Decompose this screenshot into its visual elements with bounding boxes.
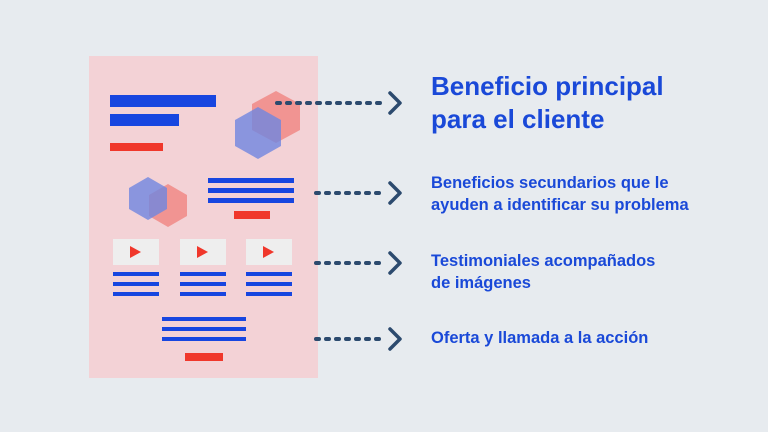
main-benefit-line-1: Beneficio principal	[431, 71, 664, 101]
main-benefit-label: Beneficio principal para el cliente	[431, 70, 664, 136]
secondary-benefits-line-1: Beneficios secundarios que le	[431, 174, 669, 192]
testimonial-video-2	[180, 239, 226, 265]
headline-bar-long	[110, 95, 216, 107]
dotted-arrow-right-icon	[275, 91, 402, 115]
play-icon	[130, 246, 141, 258]
secondary-benefits-label: Beneficios secundarios que le ayuden a i…	[431, 172, 689, 216]
headline-bar-short	[110, 114, 179, 126]
offer-text-line-3	[162, 337, 246, 341]
testimonials-line-2: de imágenes	[431, 274, 531, 292]
secondary-benefits-line-2: ayuden a identificar su problema	[431, 196, 689, 214]
testimonial-video-3	[246, 239, 292, 265]
secondary-cta-bar	[234, 211, 270, 219]
main-benefit-line-2: para el cliente	[431, 104, 605, 134]
offer-text-line-1	[162, 317, 246, 321]
dotted-arrow-right-icon	[314, 251, 402, 275]
testimonial-2-line-2	[180, 282, 226, 286]
hexagon-icon	[129, 177, 167, 220]
secondary-text-line-1	[208, 178, 294, 183]
offer-text-line-2	[162, 327, 246, 331]
testimonial-1-line-3	[113, 292, 159, 296]
testimonial-video-1	[113, 239, 159, 265]
play-icon	[263, 246, 274, 258]
testimonial-3-line-2	[246, 282, 292, 286]
testimonial-2-line-3	[180, 292, 226, 296]
secondary-text-line-3	[208, 198, 294, 203]
offer-label: Oferta y llamada a la acción	[431, 327, 648, 349]
offer-cta-bar	[185, 353, 223, 361]
headline-cta-bar	[110, 143, 163, 151]
secondary-text-line-2	[208, 188, 294, 193]
dotted-arrow-right-icon	[314, 181, 402, 205]
testimonial-1-line-2	[113, 282, 159, 286]
testimonial-2-line-1	[180, 272, 226, 276]
dotted-arrow-right-icon	[314, 327, 402, 351]
testimonial-3-line-3	[246, 292, 292, 296]
play-icon	[197, 246, 208, 258]
testimonial-3-line-1	[246, 272, 292, 276]
testimonials-line-1: Testimoniales acompañados	[431, 252, 656, 270]
hexagon-icon	[235, 107, 281, 159]
offer-line: Oferta y llamada a la acción	[431, 329, 649, 347]
testimonial-1-line-1	[113, 272, 159, 276]
testimonials-label: Testimoniales acompañados de imágenes	[431, 250, 655, 294]
